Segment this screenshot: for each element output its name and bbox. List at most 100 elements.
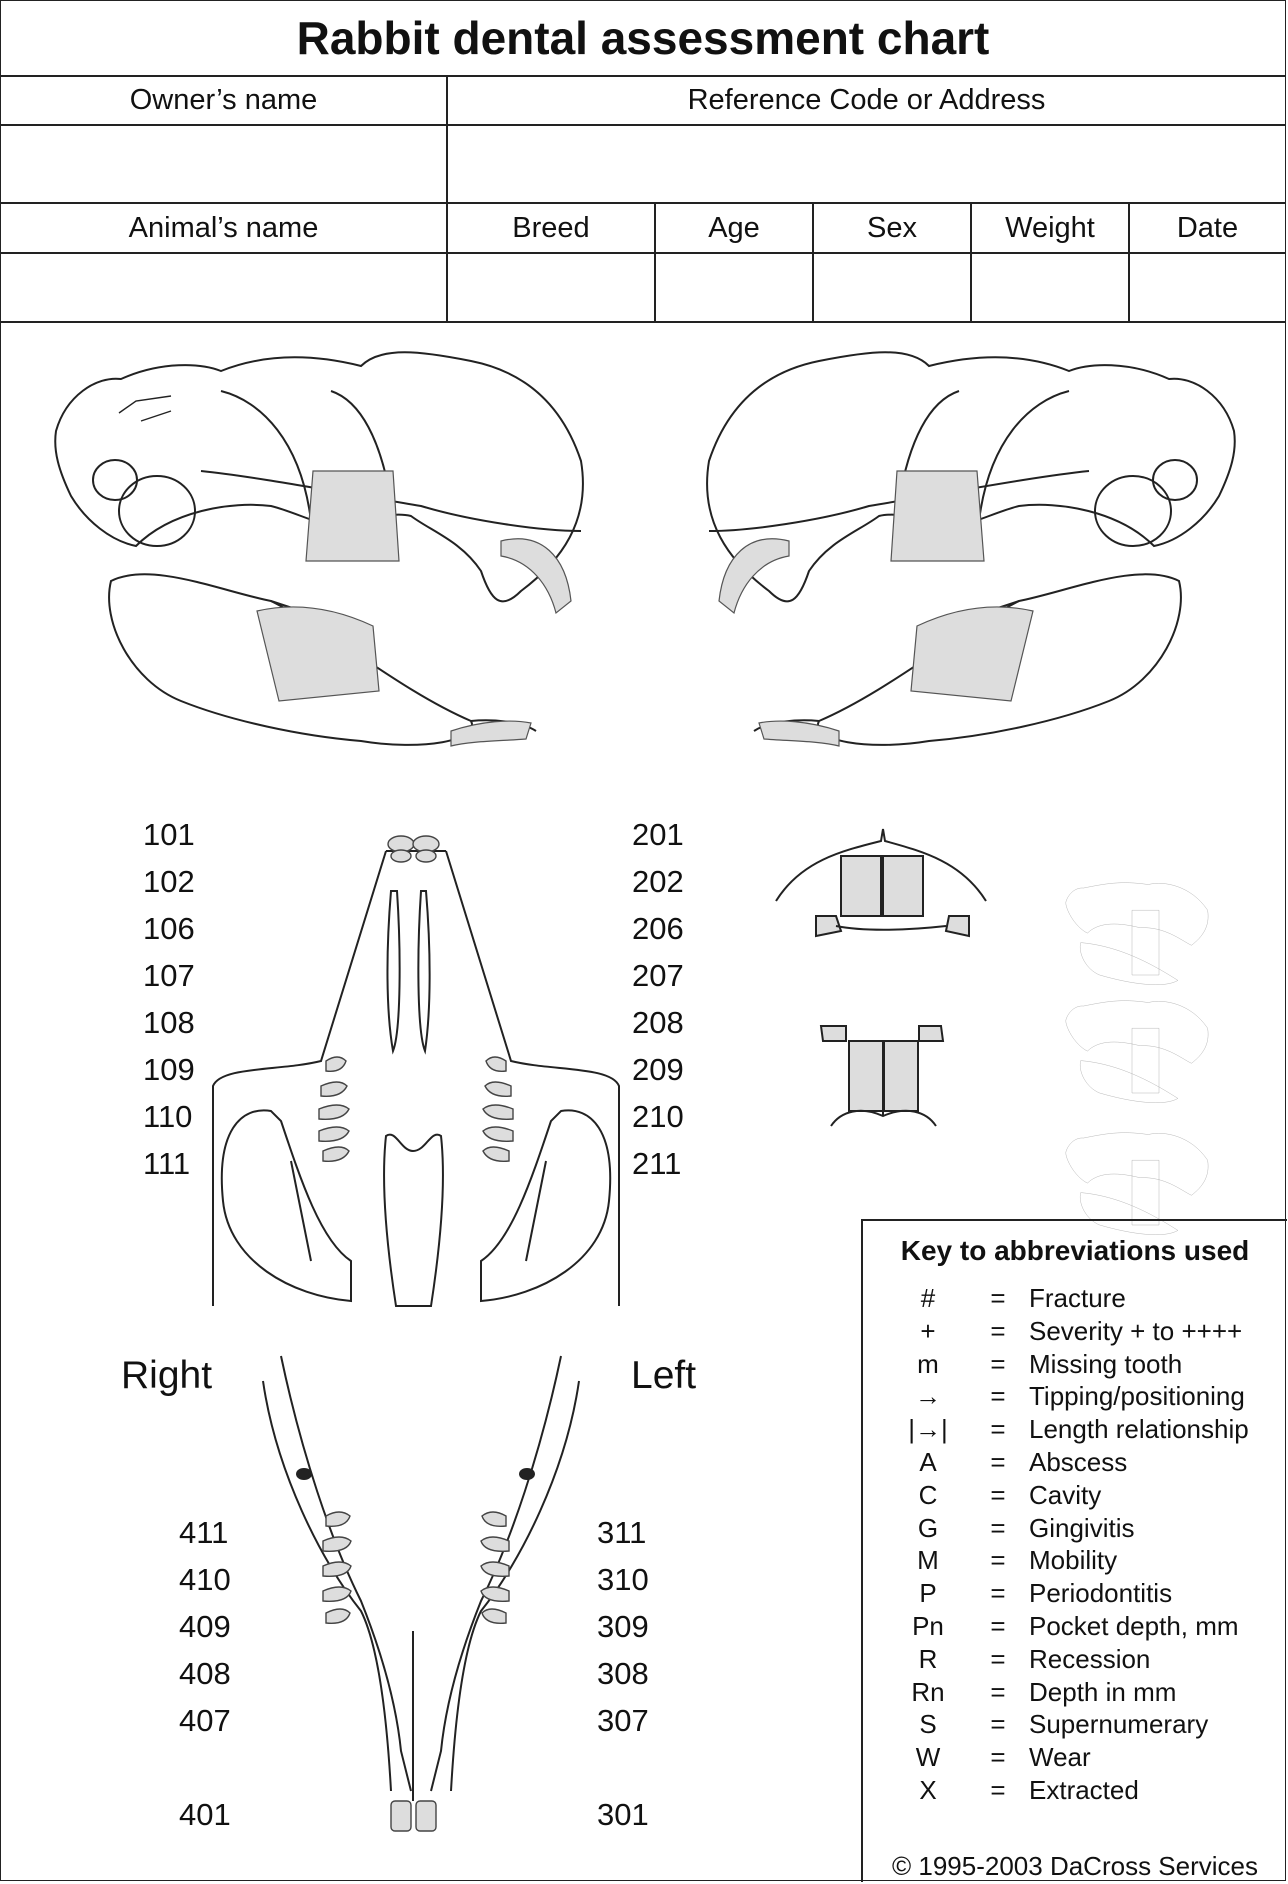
age-field[interactable] [654,252,814,323]
key-meaning: Tipping/positioning [1029,1381,1245,1412]
key-row: # = Fracture [863,1283,1287,1316]
mandible-occlusal-drawing [262,1355,580,1801]
tooth-101: 101 [143,817,195,852]
incisor-upper-front-drawing [775,828,987,938]
key-equals: = [990,1742,1006,1773]
maxilla-cheek-teeth-drawing [318,835,514,1162]
key-meaning: Wear [1029,1742,1091,1773]
key-equals: = [990,1381,1006,1412]
key-symbol: W [915,1742,941,1773]
key-row: m=Missing tooth [863,1349,1287,1382]
key-symbol: X [919,1775,937,1805]
copyright-notice: © 1995-2003 DaCross Services [892,1851,1258,1881]
tooth-102: 102 [143,864,195,899]
key-row: M=Mobility [863,1545,1287,1578]
key-symbol: # [920,1283,936,1313]
key-row: +=Severity + to ++++ [863,1316,1287,1349]
key-meaning: Recession [1029,1643,1151,1674]
tooth-207: 207 [632,958,684,993]
key-symbol: |→| [908,1414,948,1445]
tooth-408: 408 [179,1656,231,1691]
tooth-106: 106 [143,911,195,946]
tooth-407: 407 [179,1703,231,1738]
occlusion-thumbnails-drawing [1065,882,1209,1235]
weight-label: Weight [970,202,1130,254]
mandible-cheek-teeth-drawing [322,1511,510,1832]
tooth-109: 109 [143,1052,195,1087]
tooth-108: 108 [143,1005,195,1040]
key-row: C=Cavity [863,1480,1287,1513]
skull-right-molars-drawing [256,470,572,747]
right-side-label: Right [121,1354,213,1397]
owner-name-field[interactable] [1,124,448,204]
key-meaning: Severity + to ++++ [1029,1315,1243,1346]
key-meaning: Mobility [1029,1545,1118,1576]
key-row: |→|=Length relationship [863,1414,1287,1447]
tooth-308: 308 [597,1656,649,1691]
maxilla-occlusal-drawing [212,850,620,1307]
key-symbol: Pn [912,1611,944,1641]
key-row: W = Wear [863,1742,1287,1775]
tooth-411: 411 [179,1515,229,1550]
key-equals: = [990,1447,1006,1477]
abbreviation-key: Key to abbreviations used #=Fracture+=Se… [861,1219,1287,1882]
key-symbol: P [919,1578,937,1609]
tooth-410: 410 [179,1562,231,1597]
key-row: A = Abscess [863,1447,1287,1480]
key-equals: = [990,1512,1006,1543]
key-equals: = [990,1348,1006,1379]
key-row: Rn=Depth in mm [863,1677,1287,1710]
key-row: R=Recession [863,1644,1287,1677]
key-row: P = Periodontitis [863,1578,1287,1611]
tooth-307: 307 [597,1703,649,1738]
tooth-409: 409 [179,1609,231,1644]
key-row: Pn=Pocket depth, mm [863,1611,1287,1644]
key-meaning: Extracted [1029,1775,1139,1805]
animal-table: Animal’s name Breed Age Sex Weight Date [1,202,1285,323]
tooth-206: 206 [632,911,684,946]
key-meaning: Depth in mm [1029,1676,1177,1707]
key-row: G=Gingivitis [863,1513,1287,1546]
skull-left-lateral-drawing [706,351,1236,747]
tooth-310: 310 [597,1562,649,1597]
key-title: Key to abbreviations used [900,1235,1250,1266]
weight-field[interactable] [970,252,1130,323]
left-side-label: Left [631,1354,697,1397]
tooth-211: 211 [632,1146,682,1181]
animal-name-label: Animal’s name [1,202,448,254]
key-meaning: Abscess [1029,1447,1128,1477]
animal-name-field[interactable] [1,252,448,323]
key-symbol: R [918,1643,938,1674]
breed-field[interactable] [446,252,656,323]
key-equals: = [990,1676,1006,1707]
key-equals: = [990,1709,1006,1740]
owner-name-label: Owner’s name [1,75,448,126]
key-equals: = [990,1479,1006,1510]
sex-label: Sex [812,202,972,254]
tooth-210: 210 [632,1099,684,1134]
key-meaning: Missing tooth [1029,1348,1183,1379]
key-meaning: Length relationship [1029,1414,1249,1445]
key-equals: = [990,1775,1006,1805]
key-equals: = [990,1283,1006,1313]
mandible-foramen-drawing [296,1468,535,1480]
key-symbol: + [920,1315,936,1346]
tooth-208: 208 [632,1005,684,1040]
key-equals: = [990,1578,1006,1609]
sex-field[interactable] [812,252,972,323]
key-symbol: S [919,1709,937,1740]
key-meaning: Fracture [1029,1283,1126,1313]
owner-table: Owner’s name Reference Code or Address [1,75,1285,204]
reference-code-field[interactable] [446,124,1285,204]
key-symbol: → [915,1381,941,1412]
tooth-201: 201 [632,817,684,852]
key-row: X = Extracted [863,1775,1287,1808]
key-symbol: A [919,1447,937,1477]
key-meaning: Periodontitis [1029,1578,1173,1609]
date-field[interactable] [1128,252,1285,323]
tooth-301: 301 [597,1797,649,1832]
key-symbol: M [917,1545,939,1576]
tooth-309: 309 [597,1609,649,1644]
key-meaning: Cavity [1029,1479,1102,1510]
